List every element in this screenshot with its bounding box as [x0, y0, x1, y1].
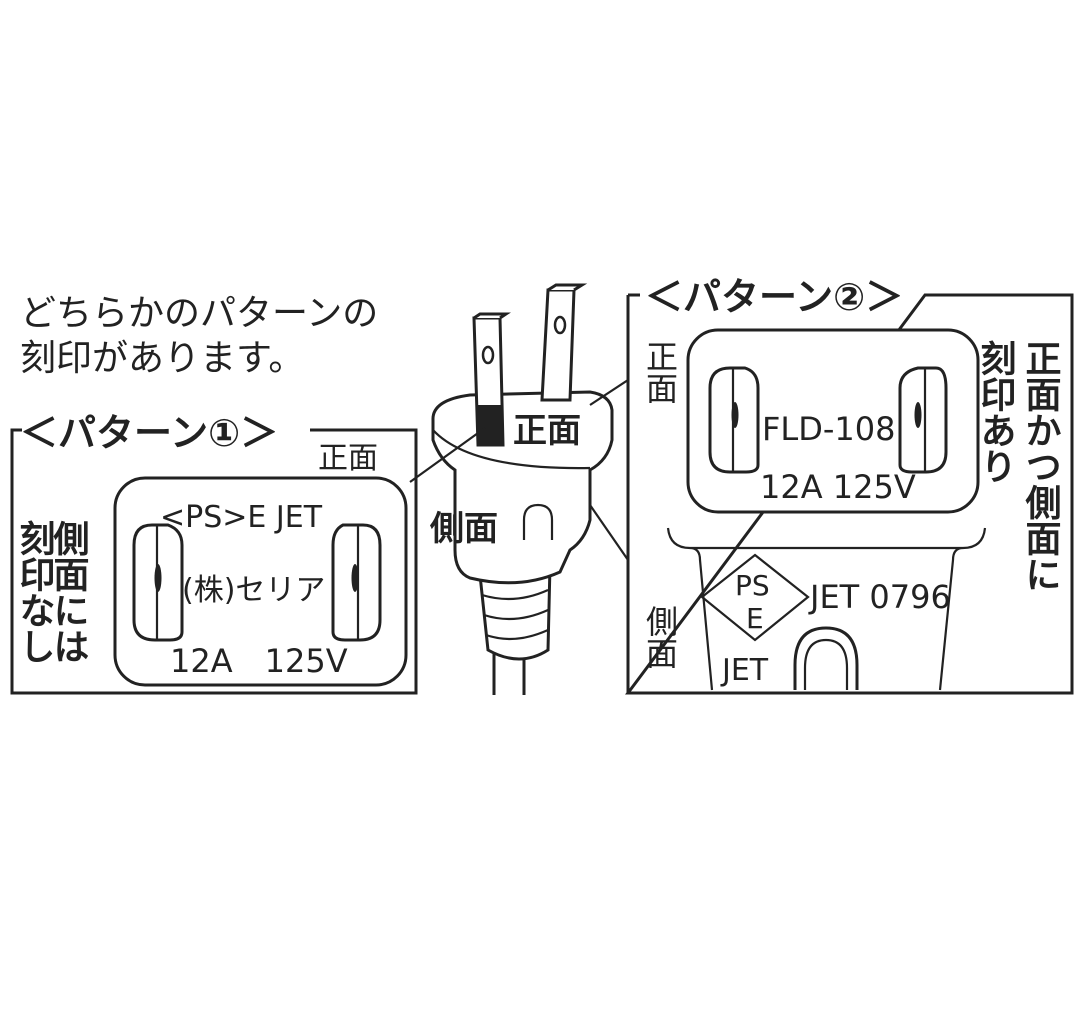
pattern-2-left-prong-slot — [708, 366, 760, 474]
pattern-1-title: ＜パターン①＞ — [20, 411, 278, 455]
pattern-2-frame — [625, 293, 1074, 695]
pattern-2-stamp-model: FLD-108 — [762, 410, 896, 448]
pattern-1-panel: ＜パターン①＞ 正面 側面には 刻印なし <PS>E JET (株)セリア 12… — [10, 411, 418, 695]
pattern-2-panel: ＜パターン②＞ 正面 正面かつ側面に 刻印あり FLD-108 12A 125V… — [625, 275, 1074, 695]
pse-mark-top: PS — [735, 569, 770, 602]
pattern-1-left-prong-slot — [132, 523, 184, 642]
intro-line-1: どちらかのパターンの — [20, 293, 378, 334]
pattern-1-stamp-top: <PS>E JET — [160, 500, 323, 535]
plug-front-label: 正面 — [513, 411, 581, 451]
pattern-2-side-label: 側面 — [641, 605, 679, 669]
pattern-2-note: 正面かつ側面に 刻印あり — [975, 340, 1063, 592]
plug-right-prong — [540, 283, 588, 402]
intro-line-2: 刻印があります。 — [20, 338, 304, 379]
pattern-2-stamp-rating: 12A 125V — [760, 468, 916, 506]
pattern-1-front-label: 正面 — [318, 441, 378, 476]
pattern-2-front-label: 正面 — [641, 340, 679, 404]
pattern-1-stamp-bottom: 12A 125V — [170, 642, 348, 680]
leader-side-to-pattern-2 — [589, 504, 629, 561]
pattern-2-side-slot — [793, 626, 859, 690]
pattern-1-frame — [10, 428, 418, 695]
pattern-2-jet-label: JET — [720, 653, 769, 688]
leader-front-to-pattern-2 — [589, 379, 629, 406]
plug-side-slot — [522, 503, 554, 540]
pattern-2-right-prong-slot — [898, 366, 948, 474]
pattern-1-right-prong-slot — [331, 523, 382, 642]
plug-side-label: 側面 — [429, 509, 498, 549]
plug-illustration: 正面 側面 — [409, 283, 629, 695]
pse-mark-bottom: E — [746, 602, 764, 635]
pattern-1-stamp-middle: (株)セリア — [182, 573, 325, 608]
pattern-2-jet-code: JET 0796 — [808, 578, 951, 616]
pattern-1-note-col1: 側面には — [48, 520, 91, 664]
pattern-2-title: ＜パターン②＞ — [645, 275, 903, 319]
pattern-2-note-col2: 刻印あり — [975, 340, 1016, 484]
pse-diamond-mark: PS E — [700, 553, 810, 642]
pattern-2-note-col1: 正面かつ側面に — [1020, 340, 1063, 592]
leader-front-to-pattern-1 — [409, 427, 486, 483]
pattern-2-side-face — [666, 527, 987, 691]
plug-left-prong — [472, 312, 511, 447]
pattern-1-side-note: 側面には 刻印なし — [14, 520, 91, 664]
pattern-1-note-col2: 刻印なし — [14, 520, 55, 664]
